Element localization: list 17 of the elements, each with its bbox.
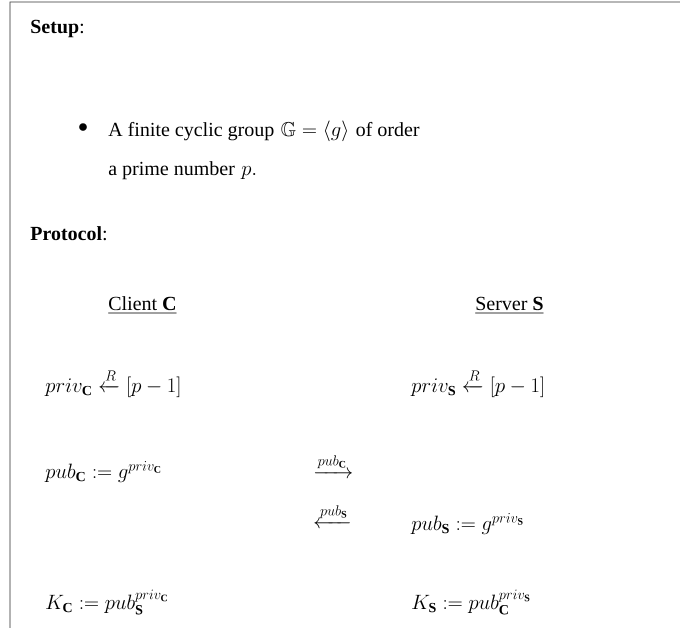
message-arrow: $\xrightarrow{pub_{\mathbf{C}}}$ (314, 455, 352, 478)
formula: $pub_{\mathbf{C}} := g^{priv_{\mathbf{C}}}$ (44, 461, 160, 482)
formula: $K_{\mathbf{C}} := pub_{\mathbf{S}}^{priv_{\mathbf{C}}}$ (46, 590, 168, 614)
formula: $p.$ (240, 166, 256, 179)
formula: $priv_{\mathbf{S}} \xleftarrow{R} [p-1]$ (410, 370, 543, 398)
bullet-text: A finite cyclic group (108, 122, 274, 140)
formula: $pub_{\mathbf{S}} := g^{priv_{\mathbf{S}}}$ (410, 513, 523, 534)
section-heading: Setup: (31, 20, 84, 38)
formula: $\mathbb{G} = \langle g \rangle$ (281, 120, 347, 142)
formula: $K_{\mathbf{S}} := pub_{\mathbf{C}}^{priv_{\mathbf{S}}}$ (412, 590, 530, 614)
bullet-text: of order (356, 122, 420, 136)
message-arrow: $\xleftarrow{pub_{\mathbf{S}}}$ (314, 505, 350, 528)
column-heading: Server S (474, 296, 544, 314)
bullet-text: a prime number (108, 161, 235, 180)
section-heading: Protocol: (30, 226, 106, 240)
column-heading: Client C (108, 296, 177, 314)
formula: $priv_{\mathbf{C}} \xleftarrow{R} [p-1]$ (44, 370, 180, 398)
